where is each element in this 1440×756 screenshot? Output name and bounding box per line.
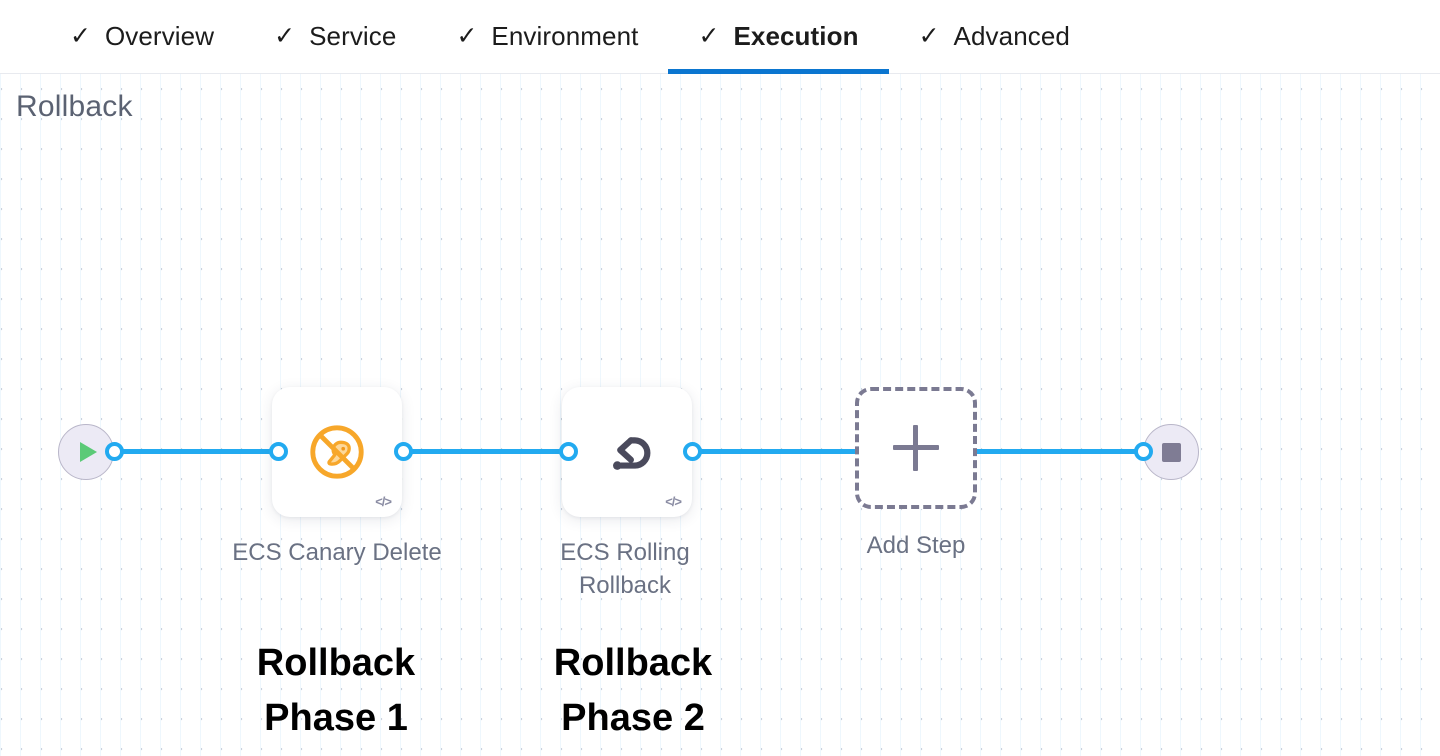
tab-execution[interactable]: ✓ Execution (668, 0, 889, 74)
connector-step1-to-step2 (398, 449, 570, 454)
check-icon: ✓ (918, 22, 940, 50)
add-step-label: Add Step (866, 532, 966, 559)
check-icon: ✓ (456, 22, 478, 50)
check-icon: ✓ (274, 22, 296, 50)
ecs-rolling-rollback-icon (596, 421, 658, 483)
connector-addstep-to-end (975, 449, 1147, 454)
port-end-in[interactable] (1134, 442, 1153, 461)
port-step1-out[interactable] (394, 442, 413, 461)
plus-icon (893, 425, 939, 471)
annotation-rollback-phase-1: Rollback Phase 1 (256, 642, 416, 740)
ecs-canary-delete-icon (306, 421, 368, 483)
stage-tab-bar: ✓ Overview ✓ Service ✓ Environment ✓ Exe… (0, 0, 1440, 74)
pipeline-start-node[interactable] (58, 424, 114, 480)
tab-overview[interactable]: ✓ Overview (40, 0, 244, 74)
flow-row: </> </> ECS Cana (0, 374, 1440, 739)
connector-step2-to-addstep (688, 449, 978, 454)
tab-label: Overview (104, 21, 215, 51)
port-step2-in[interactable] (559, 442, 578, 461)
tab-label: Environment (491, 21, 639, 51)
stop-icon (1161, 442, 1181, 462)
port-step1-in[interactable] (269, 442, 288, 461)
check-icon: ✓ (698, 22, 720, 50)
section-title-rollback: Rollback (16, 90, 133, 123)
port-step2-out[interactable] (683, 442, 702, 461)
tab-label: Execution (733, 21, 859, 51)
add-step-button[interactable] (855, 387, 977, 509)
connector-start-to-step1 (110, 449, 280, 454)
pipeline-canvas[interactable]: Rollback </> (0, 74, 1440, 756)
port-start-out[interactable] (105, 442, 124, 461)
code-icon: </> (665, 494, 682, 509)
step-node-ecs-rolling-rollback[interactable]: </> (562, 387, 692, 517)
tab-advanced[interactable]: ✓ Advanced (889, 0, 1100, 74)
tab-service[interactable]: ✓ Service (244, 0, 426, 74)
code-icon: </> (375, 494, 392, 509)
annotation-rollback-phase-2: Rollback Phase 2 (553, 642, 713, 740)
tab-label: Advanced (953, 21, 1070, 51)
check-icon: ✓ (70, 22, 91, 50)
tab-label: Service (309, 21, 397, 51)
step-caption-ecs-rolling-rollback: ECS Rolling Rollback (560, 539, 690, 599)
step-node-ecs-canary-delete[interactable]: </> (272, 387, 402, 517)
step-caption-ecs-canary-delete: ECS Canary Delete (232, 539, 442, 566)
tab-environment[interactable]: ✓ Environment (426, 0, 668, 74)
play-icon (80, 442, 97, 462)
